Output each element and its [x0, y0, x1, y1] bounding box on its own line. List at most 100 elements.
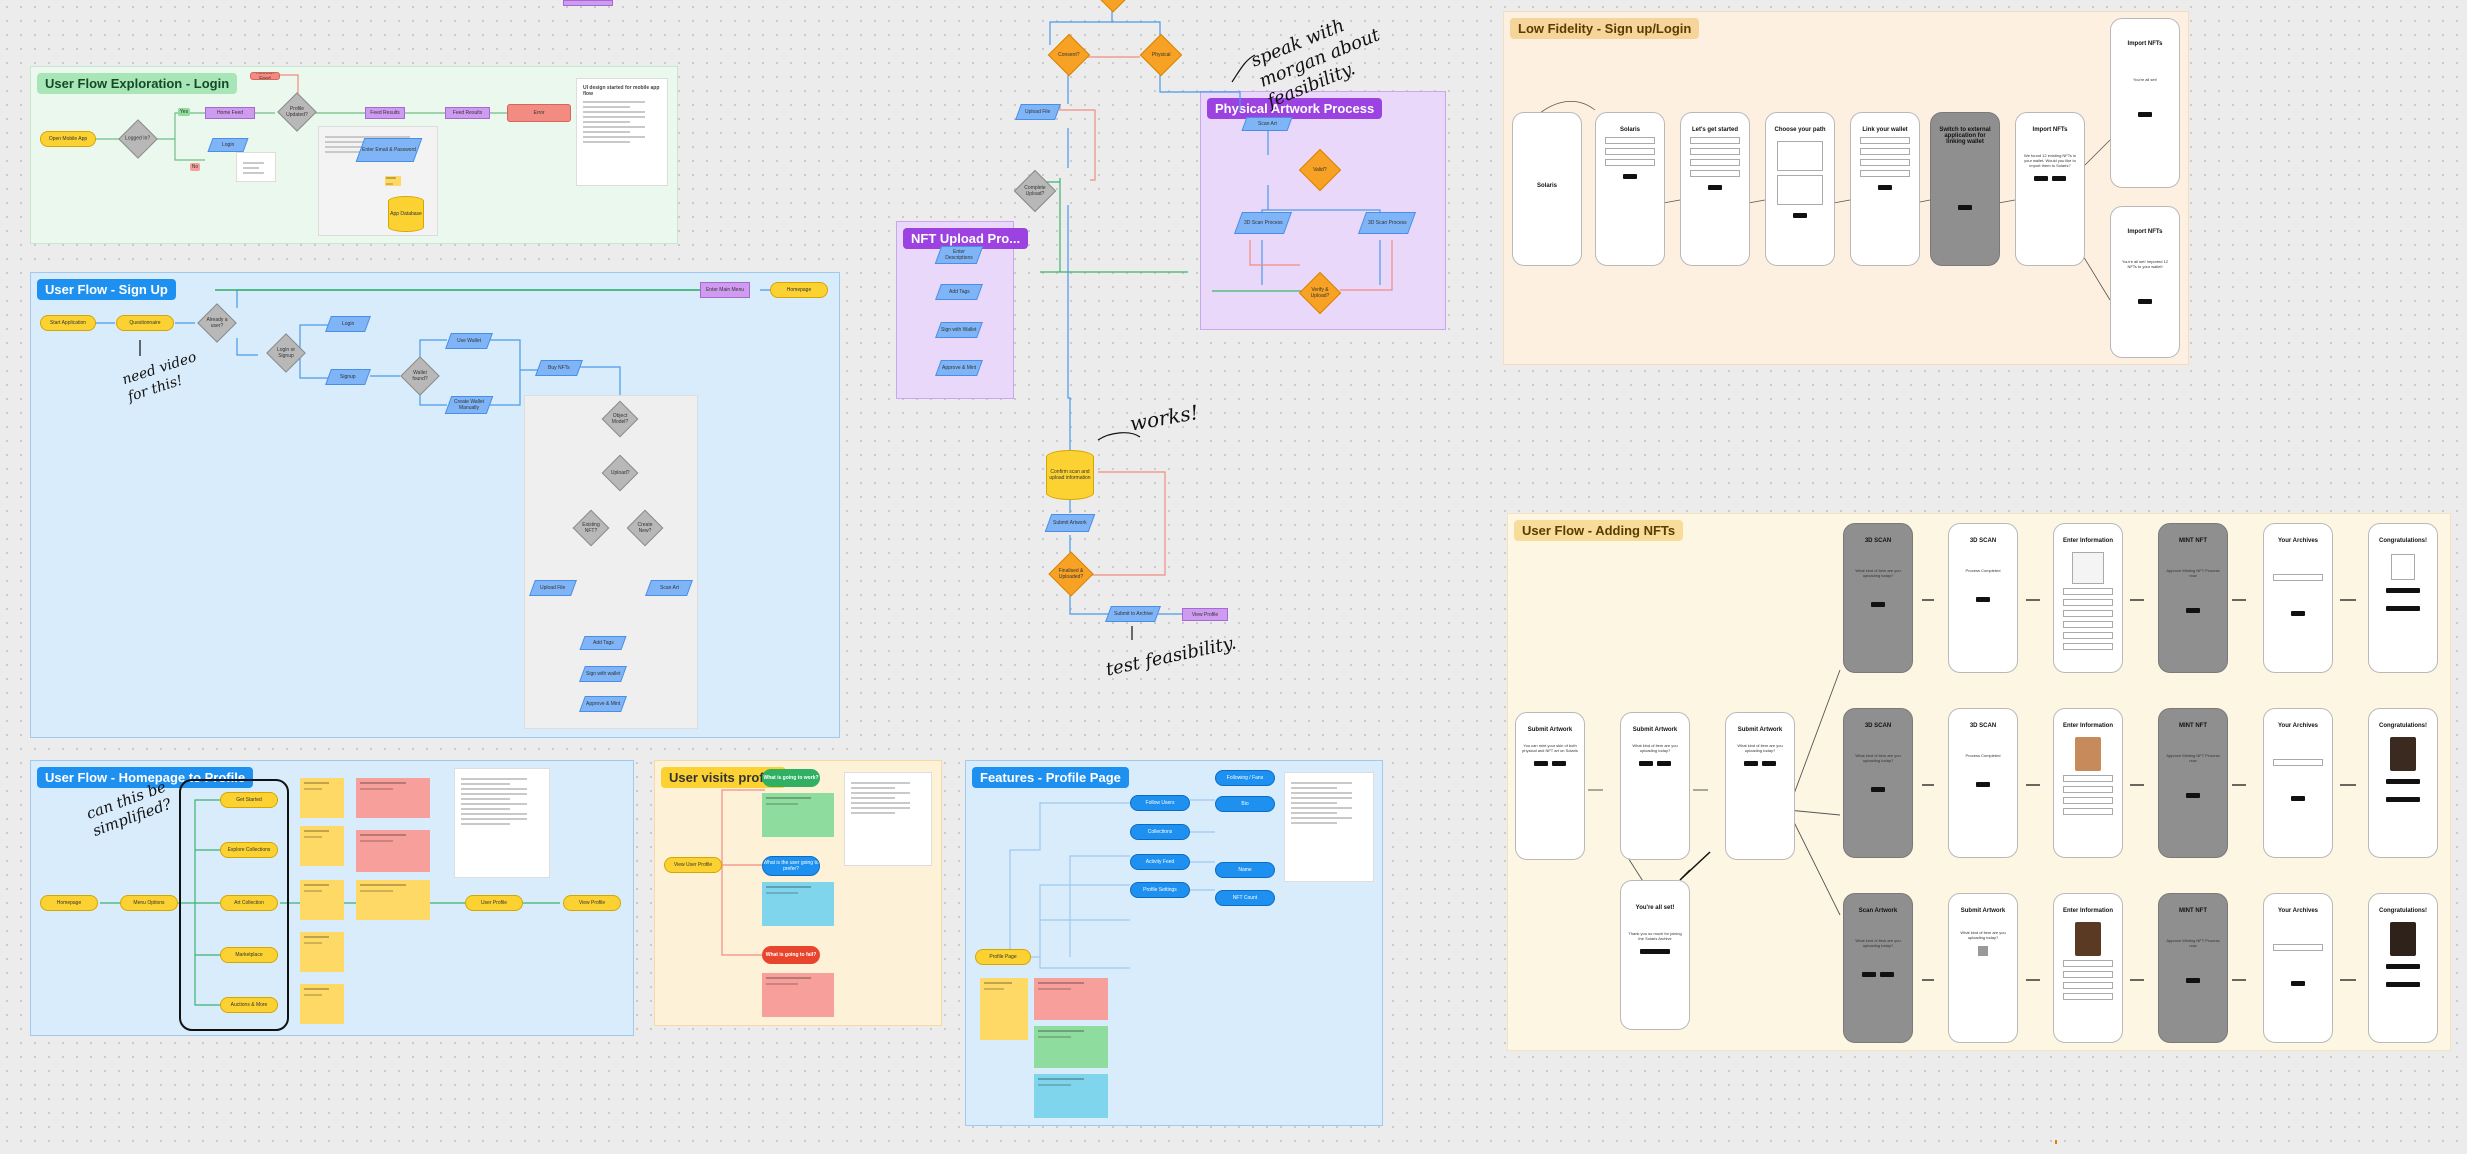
home-sticky-8 [300, 984, 344, 1024]
adding-r3-s6: Congratulations! [2368, 893, 2438, 1043]
adding-r3-s4: MINT NFT Approve Minting NFT Process now [2158, 893, 2228, 1043]
adding-r3-s2: Submit Artwork What kind of item are you… [1948, 893, 2018, 1043]
adding-r1-s5: Your Archives [2263, 523, 2333, 673]
lofi-screen-9: Import NFTs You're all set! Imported 12 … [2110, 206, 2180, 358]
lofi-screen-2: Solaris [1595, 112, 1665, 266]
features-f7: Name [1215, 862, 1275, 878]
adding-r1-s2: 3D SCAN Process Completed [1948, 523, 2018, 673]
home-sticky-1 [300, 778, 344, 818]
nft-add-tags: Add Tags [935, 284, 983, 300]
lofi-screen-4: Choose your path [1765, 112, 1835, 266]
visits-good: What is going to work? [762, 769, 820, 787]
home-auctions: Auctions & More [220, 997, 278, 1013]
signup-signup: Signup [325, 369, 371, 385]
lofi-screen-7: Import NFTs We found 12 existing NFTs in… [2015, 112, 2085, 266]
features-profile-page: Profile Page [975, 949, 1031, 965]
login-notes-doc: UI design started for mobile app flow [576, 78, 668, 186]
features-sticky-2 [1034, 978, 1108, 1020]
home-get-started: Get Started [220, 792, 278, 808]
lofi-screen-1: Solaris [1512, 112, 1582, 266]
signup-sign-wallet: Sign with wallet [579, 666, 627, 682]
home-sticky-6 [356, 880, 430, 920]
home-sticky-7 [300, 932, 344, 972]
adding-submit-1: Submit Artwork You can mint your skin of… [1515, 712, 1585, 860]
home-sticky-3 [300, 826, 344, 866]
phys-3d-scan-b: 3D Scan Process [1358, 212, 1416, 234]
features-f3: Activity Feed [1130, 854, 1190, 870]
adding-r1-s4: MINT NFT Approve Minting NFT Process now [2158, 523, 2228, 673]
visits-view-profile: View User Profile [664, 857, 722, 873]
features-notes-doc [1284, 772, 1374, 882]
artwork-image [2390, 737, 2416, 771]
nft-sign-wallet: Sign with Wallet [935, 322, 983, 338]
artwork-image [2075, 737, 2101, 771]
login-login: Login [207, 138, 248, 152]
signup-login: Login [325, 316, 371, 332]
visits-bad: What is going to fail? [762, 946, 820, 964]
home-notes-doc [454, 768, 550, 878]
login-yes-label: Yes [178, 108, 190, 116]
login-app-database: App Database [388, 196, 424, 232]
home-homepage: Homepage [40, 895, 98, 911]
home-sticky-4 [356, 830, 430, 872]
home-sticky-2 [356, 778, 430, 818]
adding-submit-3: Submit Artwork What kind of item are you… [1725, 712, 1795, 860]
adding-r2-s2: 3D SCAN Process Completed [1948, 708, 2018, 858]
artwork-image [2390, 922, 2416, 956]
center-submit-archive: Submit to Archive [1105, 606, 1161, 622]
adding-r2-s5: Your Archives [2263, 708, 2333, 858]
home-user-profile: User Profile [465, 895, 523, 911]
signup-add-tags: Add Tags [579, 636, 626, 650]
nft-enter-descriptions: Enter Descriptions [935, 246, 984, 264]
home-menu-options: Menu Options [120, 895, 178, 911]
adding-submit-2: Submit Artwork What kind of item are you… [1620, 712, 1690, 860]
features-sticky-1 [980, 978, 1028, 1040]
visits-prefer-sticky [762, 882, 834, 926]
signup-create-wallet: Create Wallet Manually [445, 396, 494, 414]
home-marketplace: Marketplace [220, 947, 278, 963]
adding-r2-s3: Enter Information [2053, 708, 2123, 858]
center-confirm-scan: Confirm scan and upload information [1046, 450, 1094, 500]
features-f6: Bio [1215, 796, 1275, 812]
center-view-profile: View Profile [1182, 608, 1228, 621]
signup-scan-art: Scan Art [645, 580, 693, 596]
cursor-mark [2055, 1140, 2057, 1144]
signup-homepage: Homepage [770, 282, 828, 298]
adding-r3-s5: Your Archives [2263, 893, 2333, 1043]
signup-buy-nfts: Buy NFTs [535, 360, 583, 376]
top-purple-node [563, 0, 613, 6]
nft-approve-mint: Approve & Mint [935, 360, 983, 376]
adding-r1-s6: Congratulations! [2368, 523, 2438, 673]
adding-r2-s6: Congratulations! [2368, 708, 2438, 858]
login-error: Error [507, 104, 571, 122]
adding-r3-s3: Enter Information [2053, 893, 2123, 1043]
artwork-image [2075, 922, 2101, 956]
signup-main-menu: Enter Main Menu [700, 282, 750, 298]
home-art-collection: Art Collection [220, 895, 278, 911]
phys-scan-art: Scan Art [1241, 117, 1292, 131]
signup-approve-mint: Approve & Mint [579, 696, 627, 712]
adding-r1-s3: Enter Information [2053, 523, 2123, 673]
signup-start: Start Application [40, 315, 96, 331]
features-sticky-4 [1034, 1074, 1108, 1118]
signup-upload-file: Upload File [529, 580, 577, 596]
login-feed-results: Feed Results [365, 107, 405, 119]
features-sticky-3 [1034, 1026, 1108, 1068]
login-home-feed: Home Feed [205, 107, 255, 119]
features-f1: Follow Users [1130, 795, 1190, 811]
adding-r1-s1: 3D SCAN What kind of item are you upload… [1843, 523, 1913, 673]
signup-use-wallet: Use Wallet [445, 333, 493, 349]
features-f4: Profile Settings [1130, 882, 1190, 898]
center-submit-artwork: Submit Artwork [1045, 514, 1096, 532]
login-open-app: Open Mobile App [40, 131, 96, 147]
features-f8: NFT Count [1215, 890, 1275, 906]
home-sticky-5 [300, 880, 344, 920]
lofi-screen-3: Let's get started [1680, 112, 1750, 266]
login-no-label: No [190, 163, 200, 171]
center-upload-file: Upload File [1015, 104, 1061, 120]
visits-prefer: What is the user going to prefer? [762, 856, 820, 876]
signup-questionnaire: Questionnaire [116, 315, 174, 331]
login-refresh-feed: Refresh Feed [250, 72, 280, 80]
lofi-screen-8: Import NFTs You're all set! [2110, 18, 2180, 188]
login-side-note [236, 152, 276, 182]
